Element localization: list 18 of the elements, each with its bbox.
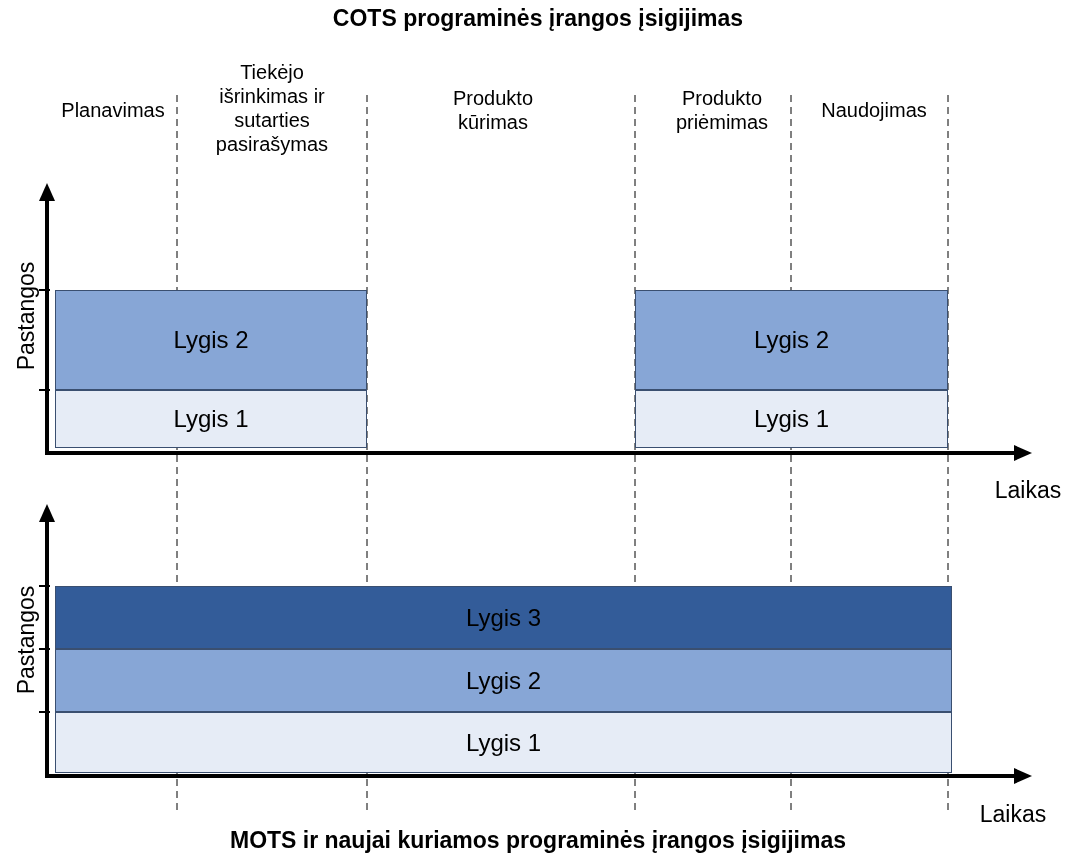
phase-label: Tiekėjo išrinkimas ir sutarties pasirašymas bbox=[214, 60, 330, 156]
phase-label: Naudojimas bbox=[820, 98, 928, 122]
axis-label: Laikas bbox=[993, 478, 1063, 502]
axis-label: Laikas bbox=[978, 802, 1048, 826]
phase-label: Produkto priėmimas bbox=[674, 86, 770, 134]
level-bar: Lygis 2 bbox=[55, 649, 952, 712]
phase-label: Produkto kūrimas bbox=[451, 86, 535, 134]
level-bar: Lygis 1 bbox=[55, 390, 367, 448]
axis-label: Pastangos bbox=[14, 260, 38, 373]
title: COTS programinės įrangos įsigijimas bbox=[331, 6, 745, 30]
level-bar: Lygis 2 bbox=[55, 290, 367, 390]
phase-label: Planavimas bbox=[60, 98, 166, 122]
level-bar: Lygis 1 bbox=[55, 712, 952, 773]
level-bar: Lygis 1 bbox=[635, 390, 948, 448]
axis-label: Pastangos bbox=[14, 584, 38, 697]
level-bar: Lygis 2 bbox=[635, 290, 948, 390]
level-bar: Lygis 3 bbox=[55, 586, 952, 649]
caption: MOTS ir naujai kuriamos programinės įrangos įsigijimas bbox=[228, 828, 848, 852]
